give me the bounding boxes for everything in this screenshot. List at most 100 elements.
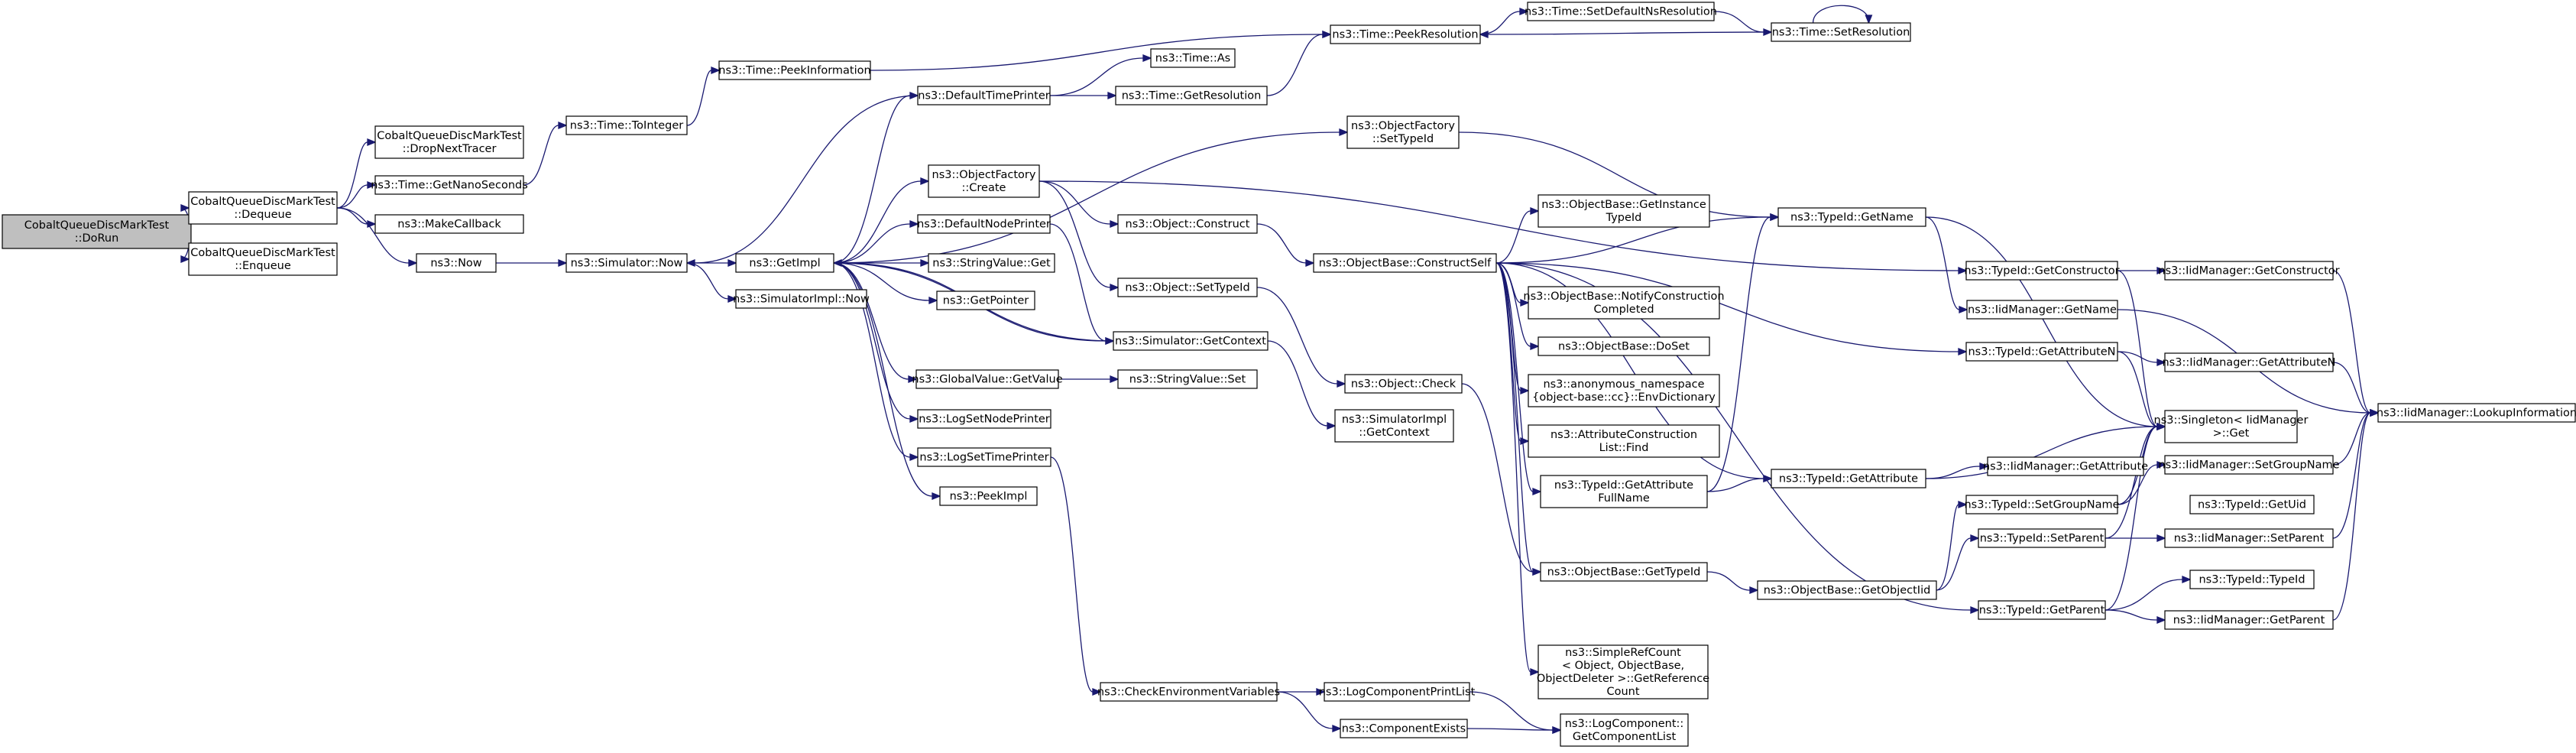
node-box [936, 290, 1035, 310]
node-singleton[interactable]: ns3::Singleton< IidManager >::Get [2154, 410, 2309, 443]
node-peekimpl[interactable]: ns3::PeekImpl [939, 486, 1038, 506]
node-tidgetname[interactable]: ns3::TypeId::GetName [1777, 207, 1926, 227]
node-dequeue[interactable]: CobaltQueueDiscMarkTest::Dequeue [188, 191, 338, 225]
node-iidgetattr[interactable]: ns3::IidManager::GetAttribute [1983, 456, 2148, 476]
node-gvgetvalue[interactable]: ns3::GlobalValue::GetValue [912, 369, 1063, 389]
node-box [1115, 86, 1268, 105]
node-setres[interactable]: ns3::Time::SetResolution [1771, 22, 1911, 42]
node-dorun[interactable]: CobaltQueueDiscMarkTest::DoRun [2, 214, 192, 249]
node-peekinfo[interactable]: ns3::Time::PeekInformation [718, 60, 871, 80]
node-objsettid[interactable]: ns3::Object::SetTypeId [1117, 278, 1258, 297]
node-lookupinfo[interactable]: ns3::IidManager::LookupInformation [2377, 403, 2576, 423]
arrowhead [558, 122, 568, 129]
node-enqueue[interactable]: CobaltQueueDiscMarkTest::Enqueue [188, 242, 338, 276]
node-obgetoid[interactable]: ns3::ObjectBase::GetObjectIid [1757, 580, 1937, 600]
node-strvalset[interactable]: ns3::StringValue::Set [1117, 369, 1258, 389]
node-label: ::Create [962, 182, 1006, 194]
node-label: ::DoRun [75, 232, 119, 245]
node-tidgetattrn[interactable]: ns3::TypeId::GetAttributeN [1965, 342, 2118, 362]
node-logsettime[interactable]: ns3::LogSetTimePrinter [917, 447, 1051, 467]
node-box [565, 253, 688, 273]
arrowhead [1520, 387, 1530, 394]
node-dropnext[interactable]: CobaltQueueDiscMarkTest::DropNextTracer [374, 125, 524, 159]
edge-line [336, 207, 368, 225]
node-iidsetgroup[interactable]: ns3::IidManager::SetGroupName [2158, 455, 2340, 475]
edge-deftimeprinter-to-simnow [685, 95, 919, 267]
node-simimplnow[interactable]: ns3::SimulatorImpl::Now [733, 289, 870, 309]
edge-objfactcreate-to-objsettid [1039, 180, 1120, 291]
node-label: ns3::Object::SetTypeId [1125, 282, 1249, 294]
node-tidgetattr[interactable]: ns3::TypeId::GetAttribute [1771, 469, 1926, 488]
node-simgetctx[interactable]: ns3::Simulator::GetContext [1113, 331, 1269, 351]
node-makecb[interactable]: ns3::MakeCallback [374, 214, 524, 234]
node-box [917, 214, 1051, 234]
node-label: ns3::IidManager::SetParent [2174, 533, 2325, 545]
node-tidgetparent[interactable]: ns3::TypeId::GetParent [1978, 600, 2106, 620]
node-envdict[interactable]: ns3::anonymous_namespace{object-base::cc… [1528, 374, 1720, 407]
node-tidgetctor[interactable]: ns3::TypeId::GetConstructor [1964, 261, 2120, 281]
node-iidgetparent[interactable]: ns3::IidManager::GetParent [2164, 610, 2334, 630]
node-getimpl[interactable]: ns3::GetImpl [735, 253, 834, 273]
node-strvalget[interactable]: ns3::StringValue::Get [928, 253, 1055, 273]
node-checkenv[interactable]: ns3::CheckEnvironmentVariables [1097, 682, 1280, 702]
edge-tidgetparent-to-singleton [2105, 423, 2166, 611]
node-timeas[interactable]: ns3::Time::As [1150, 48, 1236, 68]
arrowhead [1339, 128, 1349, 136]
node-obgettid[interactable]: ns3::ObjectBase::GetTypeId [1540, 562, 1708, 582]
arrowhead [1110, 220, 1120, 228]
arrowhead [1519, 8, 1529, 15]
node-simnow[interactable]: ns3::Simulator::Now [565, 253, 688, 273]
node-simimplgetctx[interactable]: ns3::SimulatorImpl::GetContext [1334, 409, 1454, 443]
node-tointeger[interactable]: ns3::Time::ToInteger [565, 115, 688, 135]
edge-objcheck-to-obgettid [1461, 383, 1542, 576]
node-label: ::Enqueue [235, 260, 291, 272]
node-setdefns[interactable]: ns3::Time::SetDefaultNsResolution [1525, 2, 1717, 21]
node-iidgetattrn[interactable]: ns3::IidManager::GetAttributeN [2162, 352, 2336, 372]
edge-iidsetparent-to-lookupinfo [2332, 409, 2380, 539]
edge-line [2332, 412, 2371, 466]
arrowhead [2370, 409, 2380, 417]
node-objcheck[interactable]: ns3::Object::Check [1344, 374, 1463, 394]
node-label: ns3::TypeId::GetAttributeN [1968, 346, 2115, 359]
node-logsetnode[interactable]: ns3::LogSetNodePrinter [917, 409, 1051, 429]
edge-getres-to-peekres [1266, 31, 1332, 96]
node-defnodeprinter[interactable]: ns3::DefaultNodePrinter [917, 214, 1051, 234]
node-iidsetparent[interactable]: ns3::IidManager::SetParent [2164, 528, 2334, 548]
node-deftimeprinter[interactable]: ns3::DefaultTimePrinter [917, 86, 1051, 105]
node-compexists[interactable]: ns3::ComponentExists [1340, 719, 1468, 738]
node-simplerefcount[interactable]: ns3::SimpleRefCount< Object, ObjectBase,… [1537, 644, 1709, 699]
node-tidtypeid[interactable]: ns3::TypeId::TypeId [2189, 570, 2315, 589]
node-tidsetparent[interactable]: ns3::TypeId::SetParent [1978, 528, 2106, 548]
node-box [939, 486, 1038, 506]
node-box [735, 253, 834, 273]
edge-objfactcreate-to-objconstruct [1039, 180, 1120, 228]
node-constructself[interactable]: ns3::ObjectBase::ConstructSelf [1313, 253, 1497, 273]
node-getcomplist[interactable]: ns3::LogComponent::GetComponentList [1560, 713, 1689, 747]
arrowhead [1865, 15, 1873, 24]
node-logcompprint[interactable]: ns3::LogComponentPrintList [1319, 682, 1476, 702]
node-objfactsettid[interactable]: ns3::ObjectFactory::SetTypeId [1346, 115, 1460, 149]
node-notifycc[interactable]: ns3::ObjectBase::NotifyConstructionCompl… [1523, 286, 1725, 320]
node-iidgetctor[interactable]: ns3::IidManager::GetConstructor [2158, 261, 2340, 281]
node-tidgetuid[interactable]: ns3::TypeId::GetUid [2189, 495, 2315, 514]
node-tidsetgroup[interactable]: ns3::TypeId::SetGroupName [1964, 495, 2120, 514]
node-box [1965, 261, 2118, 281]
edge-line [1039, 180, 1111, 225]
node-label: ns3::Now [430, 258, 481, 270]
node-peekres[interactable]: ns3::Time::PeekResolution [1330, 24, 1481, 44]
node-now[interactable]: ns3::Now [416, 253, 497, 273]
node-objconstruct[interactable]: ns3::Object::Construct [1117, 214, 1258, 234]
edge-line [2105, 426, 2158, 611]
edge-line [686, 70, 712, 126]
node-objfactcreate[interactable]: ns3::ObjectFactory::Create [928, 164, 1040, 198]
node-getres[interactable]: ns3::Time::GetResolution [1115, 86, 1268, 105]
node-label: ns3::MakeCallback [397, 219, 501, 231]
node-box [1537, 644, 1709, 699]
node-doset[interactable]: ns3::ObjectBase::DoSet [1537, 336, 1710, 356]
node-getpointer[interactable]: ns3::GetPointer [936, 290, 1035, 310]
node-iidgetname[interactable]: ns3::IidManager::GetName [1966, 300, 2118, 320]
node-getnano[interactable]: ns3::Time::GetNanoSeconds [371, 175, 528, 195]
